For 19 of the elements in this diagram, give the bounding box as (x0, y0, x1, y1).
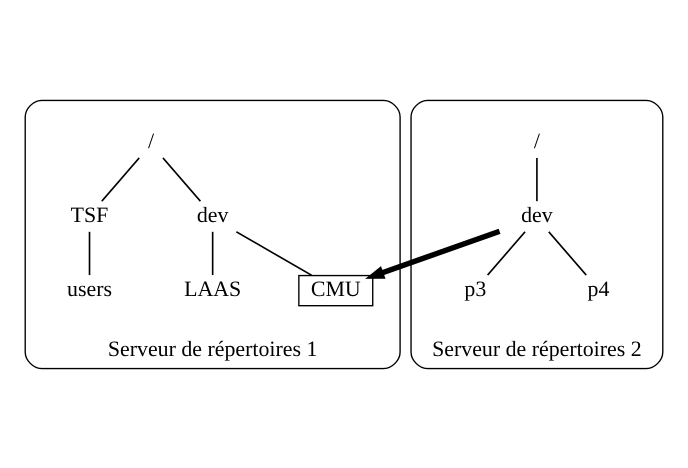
node-text: dev (196, 201, 228, 226)
connector (536, 157, 538, 201)
connector (236, 230, 312, 276)
node-text: / (148, 128, 154, 153)
arrow (365, 228, 500, 278)
node-text: / (534, 128, 540, 153)
node-text: dev (521, 201, 553, 226)
connector (162, 156, 202, 202)
connector (212, 231, 214, 275)
connector (101, 156, 140, 202)
node-text: LAAS (184, 275, 242, 300)
connector (486, 230, 526, 276)
node-text: TSF (70, 201, 108, 226)
node-text: users (67, 275, 112, 300)
node-text: p4 (588, 275, 610, 300)
connector (548, 230, 587, 276)
connector (88, 231, 90, 275)
node-text: p3 (464, 275, 486, 300)
node-box: CMU (298, 274, 374, 306)
